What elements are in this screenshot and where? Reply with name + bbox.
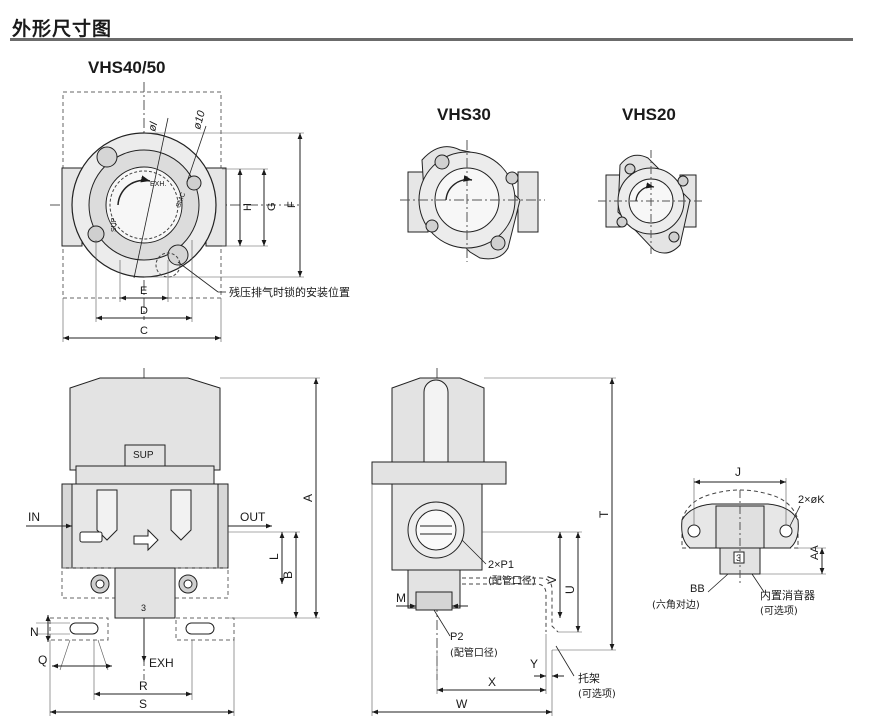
front-view-vhs4050: SUP 3 IN OUT EXH A: [26, 368, 320, 716]
bracket-label: 托架: [578, 671, 600, 685]
bb-note: (六角对边): [652, 598, 700, 611]
exh-marking: EXH.: [150, 181, 166, 188]
side-view-vhs4050: 2 T U V 2×P1 (配管口径) M P2 (配管口径): [371, 368, 616, 716]
dim-d: D: [140, 305, 148, 317]
p1-note: (配管口径): [488, 574, 536, 587]
title-underline: [10, 38, 853, 41]
dim-r: R: [139, 679, 148, 693]
bracket-note: (可选项): [578, 687, 616, 700]
model-vhs4050-label: VHS40/50: [88, 58, 166, 77]
dim-phi-l: øl: [146, 120, 160, 132]
silencer-label: 内置消音器: [760, 588, 815, 602]
top-view-vhs30: [400, 140, 545, 262]
p2-note: (配管口径): [450, 646, 498, 659]
dim-h: H: [242, 203, 254, 211]
p2-label: P2: [450, 631, 463, 643]
dim-phi-10: ø10: [191, 109, 208, 131]
dim-s: S: [139, 697, 147, 711]
dim-l: L: [267, 553, 281, 560]
dim-m: M: [396, 591, 406, 605]
dim-v: V: [545, 576, 559, 584]
section-header: 外形尺寸图: [10, 10, 855, 42]
in-port-label: IN: [28, 510, 40, 524]
dim-w: W: [456, 697, 468, 711]
section-title: 外形尺寸图: [12, 18, 113, 40]
dim-b: B: [281, 571, 295, 579]
dim-bb: BB: [690, 583, 705, 595]
top-view-vhs20: [598, 150, 703, 256]
dim-a: A: [301, 494, 315, 502]
p1-label: 2×P1: [488, 559, 514, 571]
dim-j: J: [735, 465, 741, 479]
dim-e: E: [140, 285, 147, 297]
front-sup-marking: SUP: [133, 450, 154, 461]
dim-c: C: [140, 325, 148, 337]
exh-port-label: EXH: [149, 656, 174, 670]
dim-n: N: [30, 625, 39, 639]
dim-k: 2×øK: [798, 494, 825, 506]
dim-x: X: [488, 675, 496, 689]
model-vhs20-label: VHS20: [622, 105, 676, 124]
top-view-vhs4050: EXH. SUP SMC øl ø10 H G F E D C 残压排气: [50, 82, 350, 342]
out-port-label: OUT: [240, 510, 266, 524]
sup-marking: SUP: [111, 217, 118, 232]
dim-f: F: [286, 201, 298, 208]
dim-u: U: [563, 585, 577, 594]
front-port-3: 3: [141, 603, 146, 613]
dim-g: G: [266, 202, 278, 211]
dim-aa: AA: [809, 545, 821, 560]
dim-y: Y: [530, 657, 538, 671]
dim-q: Q: [38, 653, 47, 667]
model-vhs30-label: VHS30: [437, 105, 491, 124]
silencer-note: (可选项): [760, 604, 798, 617]
detail-port-3: 3: [736, 553, 741, 563]
detail-view-silencer: 3 J 2×øK AA BB (六角对边) 内置消音器 (可选项): [652, 465, 826, 617]
dim-t: T: [597, 510, 611, 518]
lock-position-note: 残压排气时锁的安装位置: [229, 285, 350, 299]
smc-marking: SMC: [175, 192, 187, 209]
